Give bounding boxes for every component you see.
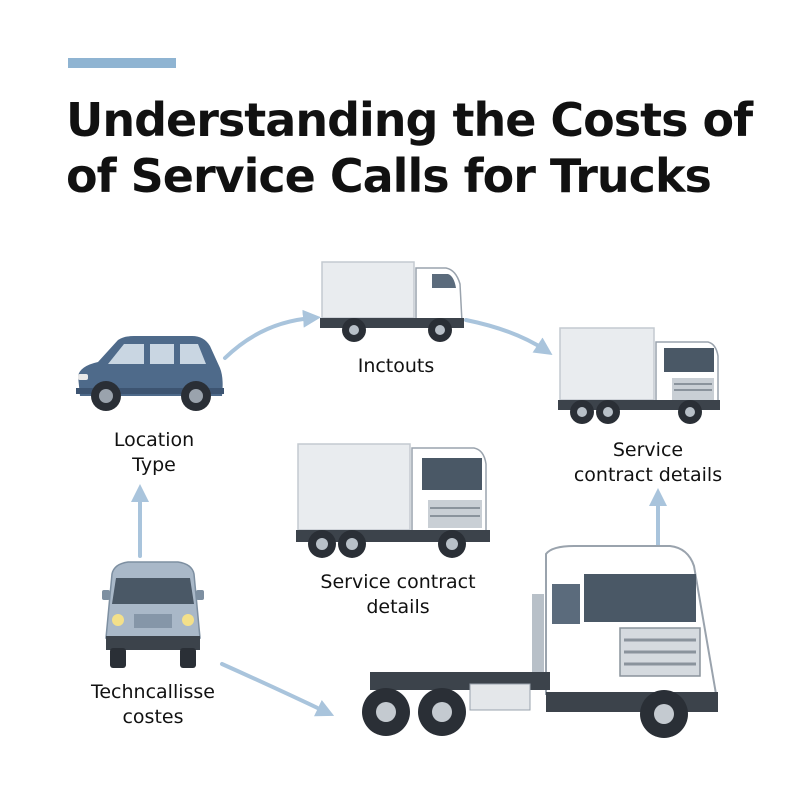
bottom-left-node-label-line1: Techncallisse <box>90 681 215 703</box>
title-line-2: of Service Calls for Trucks <box>66 149 712 203</box>
arrow-car-to-top-truck <box>223 309 321 360</box>
page-title: Understanding the Costs of of Service Ca… <box>66 92 776 204</box>
semi-truck-icon <box>362 545 718 738</box>
left-node-label: Location Type <box>64 428 244 478</box>
bottom-left-node-label: Techncallisse costes <box>58 680 248 730</box>
center-node-label: Service contract details <box>288 570 508 620</box>
top-node-label: Inctouts <box>316 354 476 379</box>
left-node-label-line2: Type <box>132 454 176 476</box>
arrow-van-to-semi <box>220 662 335 717</box>
van-icon <box>102 561 204 668</box>
bottom-left-node-label-line2: costes <box>122 706 184 728</box>
center-node-label-line1: Service contract <box>320 571 476 593</box>
top-truck-icon <box>320 261 464 342</box>
right-truck-icon <box>558 327 720 424</box>
top-node-label-text: Inctouts <box>357 355 435 377</box>
car-icon <box>76 336 224 411</box>
right-node-label: Service contract details <box>548 438 748 488</box>
right-node-label-line1: Service <box>612 439 684 461</box>
title-line-1: Understanding the Costs of <box>66 93 753 147</box>
center-node-label-line2: details <box>366 596 430 618</box>
arrow-top-to-right-truck <box>464 318 553 355</box>
left-node-label-line1: Location <box>113 429 195 451</box>
right-node-label-line2: contract details <box>573 464 723 486</box>
center-truck-icon <box>296 443 490 558</box>
accent-bar <box>68 58 176 68</box>
